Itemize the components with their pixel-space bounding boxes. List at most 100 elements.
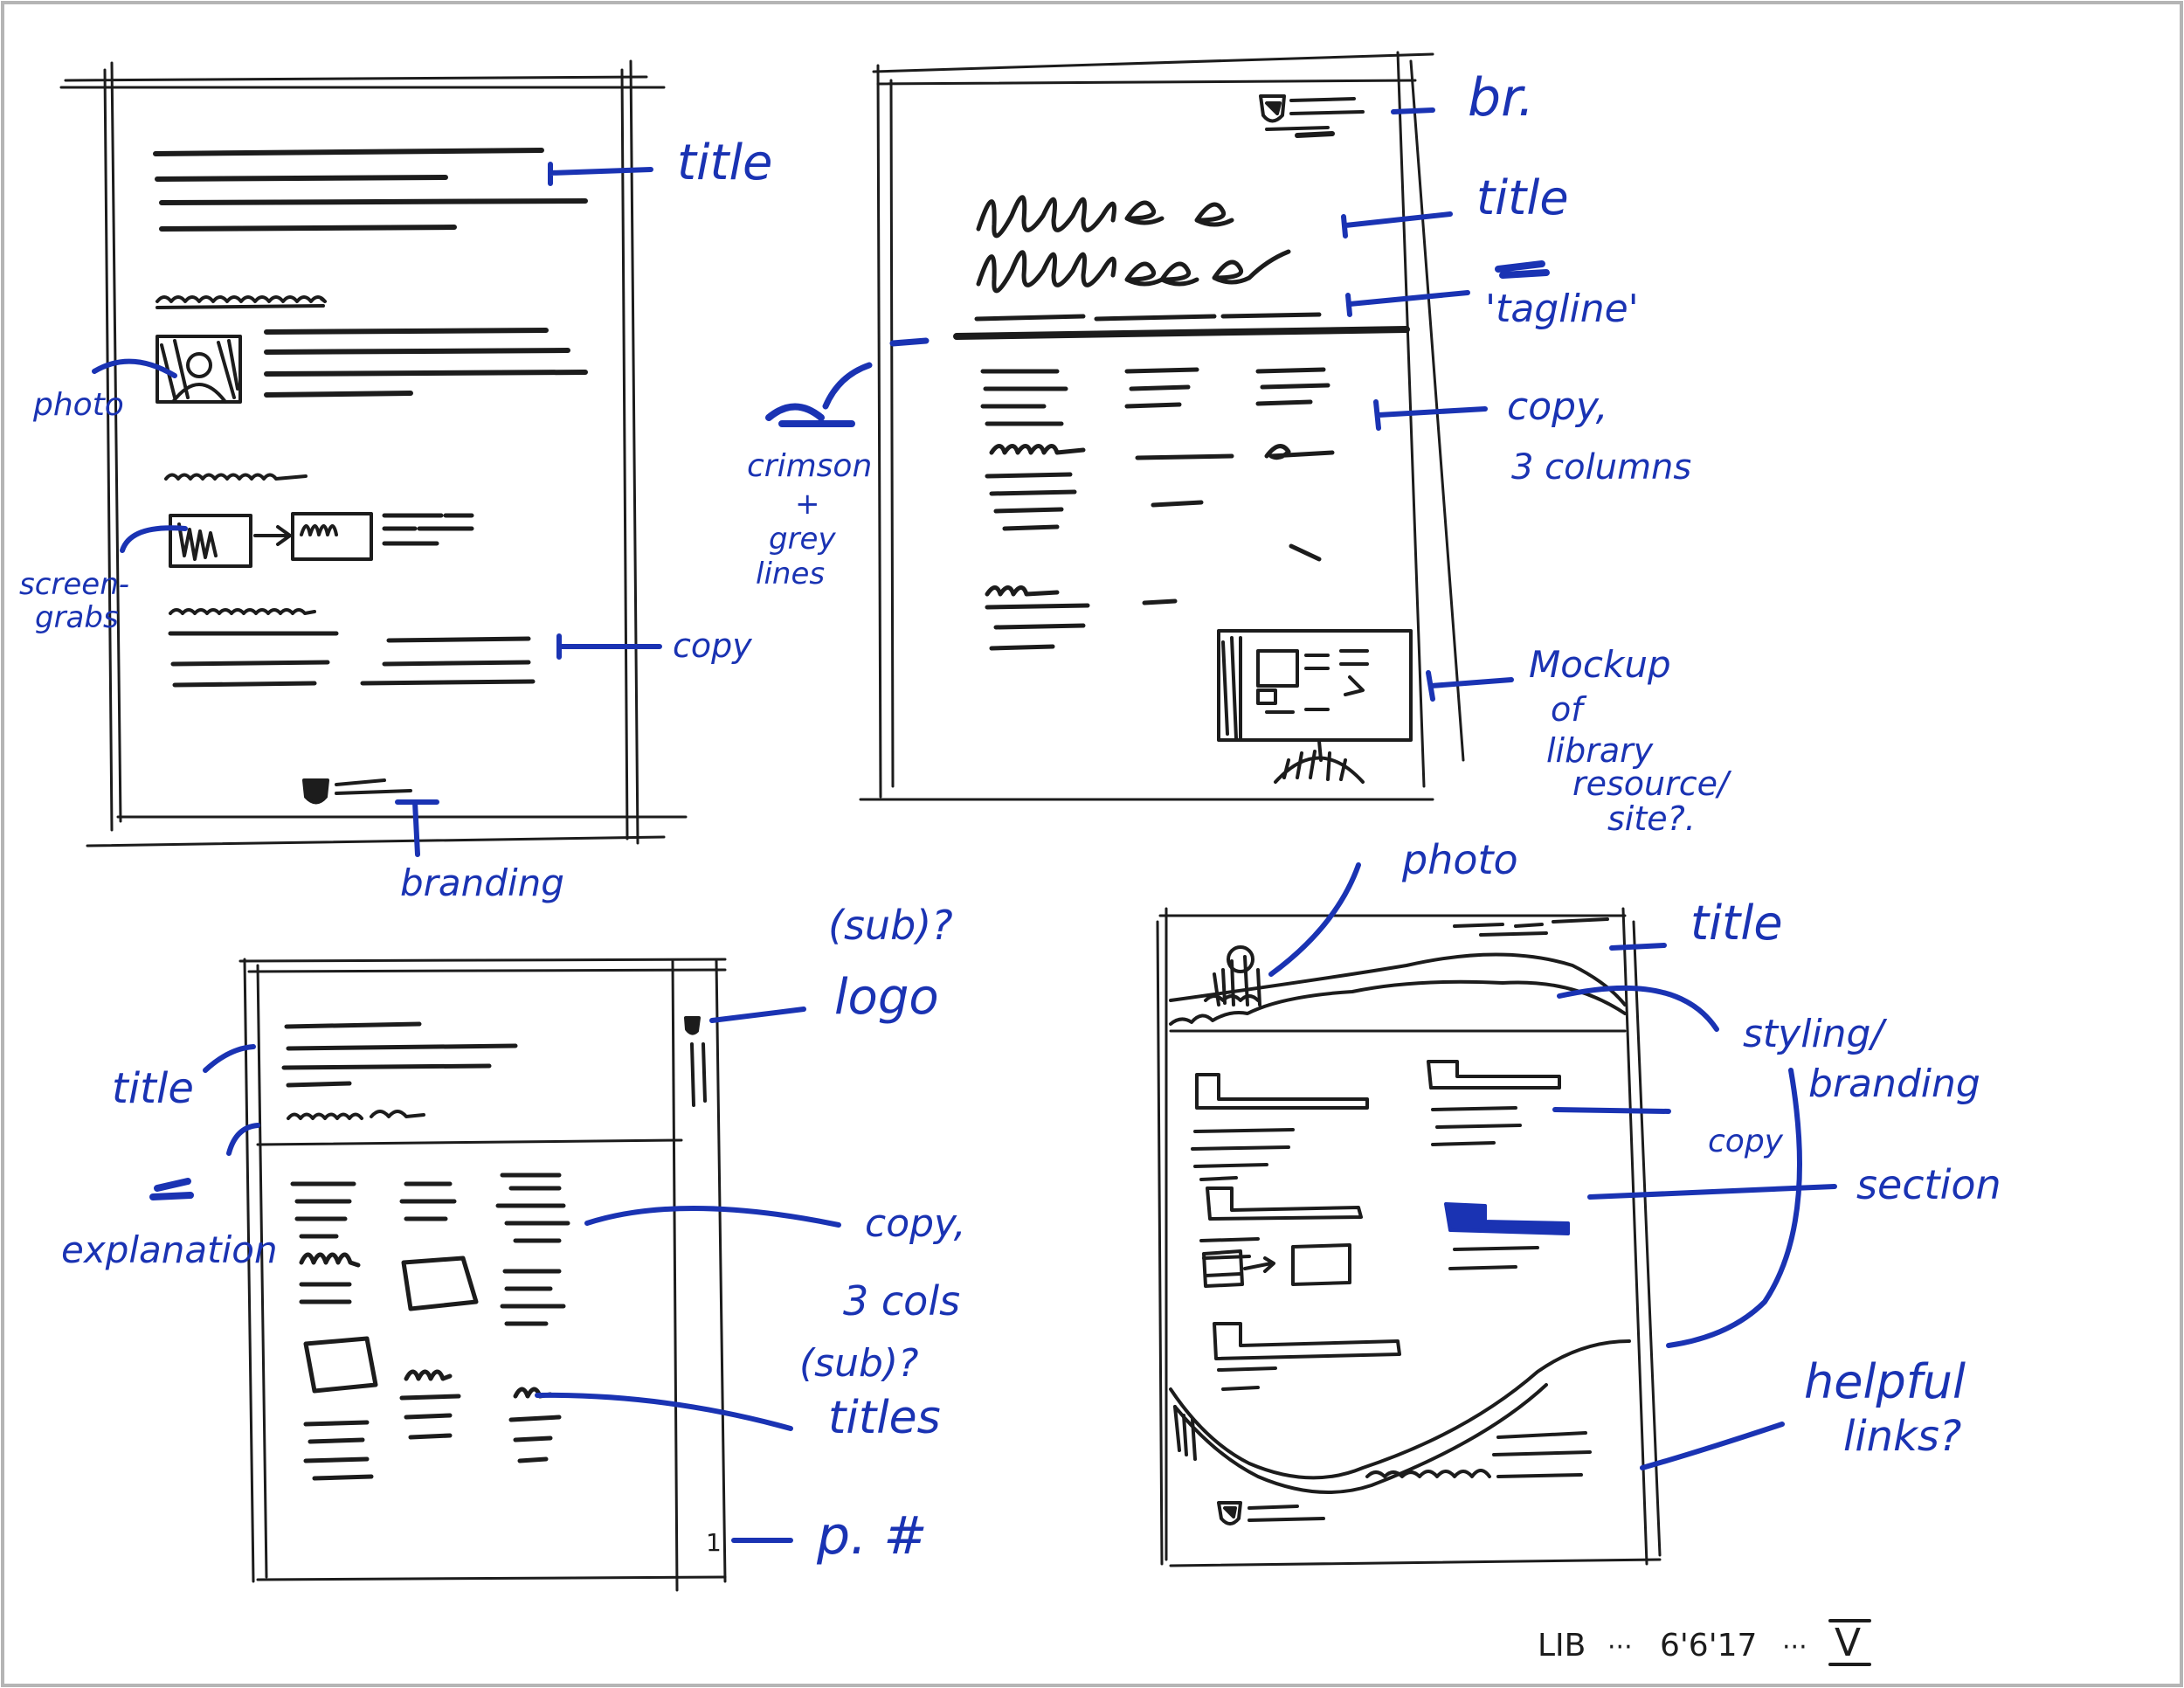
label-title: title bbox=[112, 1064, 194, 1113]
footer-date: 6'6'17 bbox=[1660, 1628, 1757, 1664]
connector-br bbox=[1391, 107, 1435, 114]
connector-title bbox=[1341, 211, 1453, 239]
sketch-bottom-right-annotations: photo title styling/ branding copy secti… bbox=[1268, 836, 2001, 1470]
connector-section bbox=[1587, 1184, 1837, 1200]
footer-sep-2: ··· bbox=[1782, 1632, 1807, 1663]
sketch-bottom-left: (sub)? logo title explanation copy, 3 co… bbox=[61, 902, 966, 1592]
connector-title bbox=[548, 162, 653, 186]
label-section: section bbox=[1856, 1161, 2001, 1208]
connector-tagline bbox=[1345, 290, 1470, 317]
label-branding: branding bbox=[400, 861, 564, 904]
footer-code: LIB bbox=[1538, 1628, 1586, 1664]
label-crimson-1: crimson bbox=[747, 448, 872, 484]
connector-styling bbox=[1557, 985, 1802, 1348]
label-screengrabs-1: screen- bbox=[19, 567, 129, 602]
label-crimson-2: + bbox=[795, 487, 820, 522]
label-subtitles-2: titles bbox=[828, 1392, 941, 1444]
connector-logo bbox=[709, 1007, 806, 1023]
connector-copy bbox=[556, 633, 662, 660]
connector-copy bbox=[1552, 1107, 1671, 1114]
label-copy: copy bbox=[1708, 1124, 1784, 1159]
label-styling-1: styling/ bbox=[1743, 1012, 1887, 1056]
sketch-top-left-annotations: title photo screen- grabs copy branding bbox=[19, 135, 772, 904]
connector-subtitles bbox=[535, 1392, 793, 1431]
label-copy: copy bbox=[673, 626, 752, 665]
sketch-top-right-annotations: br. title 'tagline' copy, 3 columns crim… bbox=[747, 67, 1732, 838]
label-copy-1: copy, bbox=[865, 1201, 966, 1246]
connector-photo bbox=[1268, 862, 1361, 977]
label-copy-2: 3 cols bbox=[843, 1277, 960, 1325]
label-mockup-2: of bbox=[1551, 690, 1587, 729]
explanation-scribble bbox=[149, 1178, 194, 1200]
sketch-top-right-title-script bbox=[976, 195, 1291, 294]
connector-mockup bbox=[1426, 670, 1514, 702]
sketch-top-left-photo-copy bbox=[264, 328, 588, 398]
label-title: title bbox=[1690, 896, 1783, 951]
sketch-top-left-copy-lines bbox=[168, 631, 536, 688]
connector-photo bbox=[92, 358, 177, 378]
label-crimson-4: lines bbox=[756, 557, 825, 591]
connector-title bbox=[203, 1044, 256, 1073]
connector-branding bbox=[395, 799, 439, 857]
tagline-scribble bbox=[1495, 260, 1550, 279]
sketch-bottom-right-footer-wave bbox=[1169, 1339, 1631, 1525]
sketch-bottom-right-frame bbox=[1156, 907, 1662, 1567]
label-photo: photo bbox=[32, 387, 124, 423]
sketch-top-left-squiggle-2 bbox=[164, 473, 308, 481]
sketch-bottom-left-annotations: (sub)? logo title explanation copy, 3 co… bbox=[61, 902, 966, 1567]
label-title: title bbox=[677, 135, 772, 191]
sketch-top-right-branding bbox=[1259, 94, 1365, 138]
sketch-top-left-title-lines bbox=[153, 148, 588, 232]
sketch-top-right-frame bbox=[859, 51, 1465, 801]
label-title: title bbox=[1476, 170, 1569, 225]
connector-screengrabs bbox=[120, 525, 188, 553]
label-mockup-3: library bbox=[1546, 731, 1654, 770]
sketch-bottom-right: photo title styling/ branding copy secti… bbox=[1156, 836, 2001, 1567]
sketch-top-right-columns bbox=[980, 367, 1335, 651]
sketch-bottom-right-sections bbox=[1191, 1060, 1570, 1391]
sketch-top-left-photo bbox=[156, 335, 242, 404]
label-styling-2: branding bbox=[1808, 1062, 1980, 1106]
label-page-number: p. # bbox=[816, 1505, 928, 1567]
crimson-scribble bbox=[765, 403, 855, 427]
label-copy-1: copy, bbox=[1507, 384, 1608, 429]
connector-explanation bbox=[226, 1123, 260, 1156]
sketch-bottom-left-frame bbox=[238, 958, 727, 1592]
label-photo: photo bbox=[1401, 836, 1518, 883]
label-copy-2: 3 columns bbox=[1511, 447, 1691, 488]
sketch-bottom-right-title-lines bbox=[1453, 917, 1609, 937]
sketch-top-right-tagline bbox=[974, 312, 1322, 322]
label-explanation: explanation bbox=[61, 1228, 278, 1271]
footer-sep-1: ··· bbox=[1607, 1632, 1633, 1663]
sketch-top-left-branding bbox=[302, 778, 412, 805]
sketch-top-right-mockup bbox=[1217, 629, 1413, 784]
label-subtitles-1: (sub)? bbox=[799, 1341, 918, 1386]
connector-copy bbox=[584, 1206, 841, 1228]
page-number-mark: 1 bbox=[706, 1528, 722, 1557]
sketch-top-left: title photo screen- grabs copy branding bbox=[19, 59, 772, 904]
label-tagline: 'tagline' bbox=[1485, 287, 1639, 331]
sketch-bottom-left-title-lines bbox=[281, 1021, 518, 1088]
label-links-1: helpful bbox=[1804, 1354, 1966, 1409]
sketch-top-right: br. title 'tagline' copy, 3 columns crim… bbox=[747, 51, 1732, 838]
sketch-bottom-left-explanation bbox=[287, 1110, 425, 1120]
label-logo-2: logo bbox=[834, 969, 939, 1026]
sketch-top-left-screengrabs bbox=[169, 512, 373, 568]
sheet-footer: LIB ··· 6'6'17 ··· V bbox=[1538, 1619, 1871, 1666]
sketch-top-right-rule bbox=[953, 326, 1410, 340]
footer-version: V bbox=[1835, 1621, 1861, 1665]
label-mockup-1: Mockup bbox=[1529, 643, 1671, 686]
label-screengrabs-2: grabs bbox=[35, 600, 119, 635]
connector-copy bbox=[1373, 399, 1488, 431]
label-mockup-4: resource/ bbox=[1572, 764, 1732, 803]
sketch-bottom-left-logo bbox=[684, 1016, 707, 1107]
sketch-top-left-squiggle-1 bbox=[156, 295, 327, 303]
connector-crimson bbox=[822, 337, 930, 410]
sketch-bottom-right-header-wave bbox=[1169, 945, 1627, 1026]
label-br: br. bbox=[1468, 67, 1534, 128]
sketch-top-left-squiggle-3 bbox=[169, 608, 316, 615]
connector-links bbox=[1640, 1422, 1785, 1470]
label-crimson-3: grey bbox=[769, 522, 836, 557]
